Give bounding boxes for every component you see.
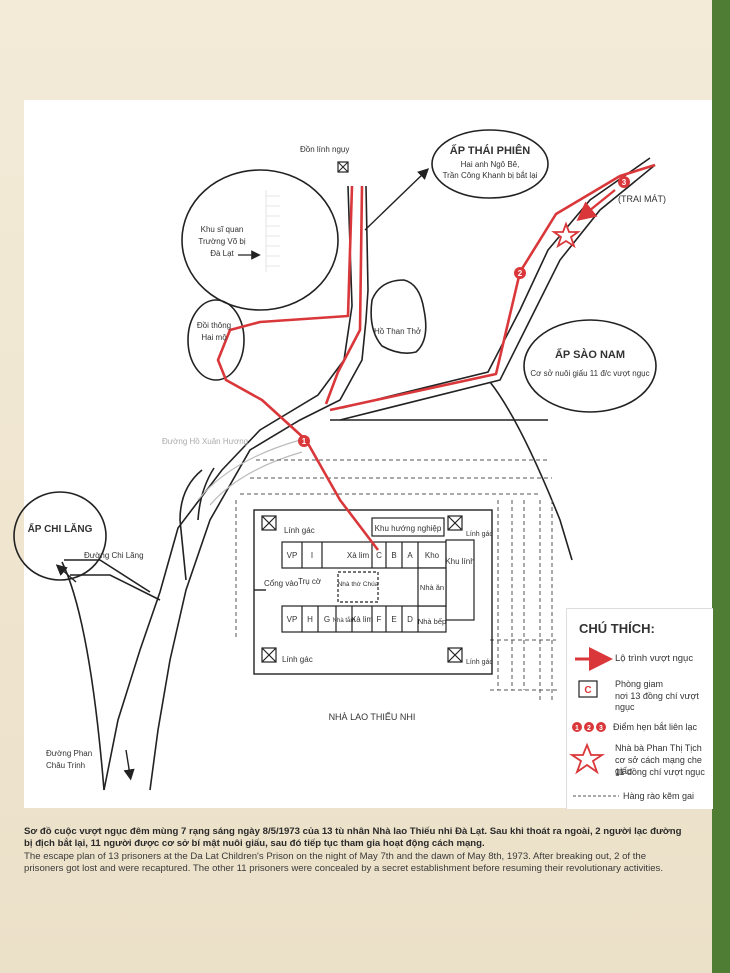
legend-star-label-3: 11 đồng chí vượt ngục — [615, 767, 705, 777]
cell-c-label: C — [376, 551, 382, 560]
legend-title: CHÚ THÍCH: — [579, 621, 655, 636]
label-ap-sao-nam: ẤP SÀO NAM — [555, 348, 625, 361]
label-linh-gac-sw: Lính gác — [282, 655, 313, 664]
legend-cell-icon — [578, 680, 598, 698]
route-arrow-icon — [576, 189, 616, 222]
label-nha-an: Nhà ăn — [420, 583, 444, 592]
label-doi-thong-2: Hai mộ — [201, 333, 227, 342]
label-don-linh-nguy: Đồn lính ngụy — [300, 145, 349, 154]
svg-text:2: 2 — [518, 269, 523, 278]
label-doi-thong-1: Đồi thông — [197, 321, 231, 330]
label-cong-vao: Cổng vào — [264, 579, 299, 588]
legend-point-1-num: 1 — [575, 725, 579, 732]
legend-wire-label: Hàng rào kẽm gai — [623, 791, 695, 801]
caption-english: The escape plan of 13 prisoners at the D… — [24, 850, 664, 875]
caption-vietnamese: Sơ đồ cuộc vượt ngục đêm mùng 7 rạng sán… — [24, 826, 682, 850]
doi-thong-circle — [187, 299, 245, 381]
label-khu-si-quan-2: Trường Võ bị — [198, 237, 245, 246]
cell-label: E — [391, 615, 396, 624]
escape-route — [216, 163, 656, 551]
cell-label: B — [391, 551, 396, 560]
cell-label: F — [377, 615, 382, 624]
label-nha-bep: Nhà bếp — [418, 617, 446, 626]
legend-point-1-icon — [572, 722, 582, 732]
label-trai-mat: (TRAI MÁT) — [618, 194, 666, 204]
svg-text:1: 1 — [302, 437, 307, 446]
cell-label: VP — [287, 551, 298, 560]
legend-star-icon — [569, 742, 605, 775]
prison-walls — [253, 509, 493, 675]
label-nha-tho-chua: Nhà thờ Chúa — [338, 581, 379, 588]
label-nha-lao-thieu-nhi: NHÀ LAO THIẾU NHI — [329, 712, 416, 722]
cell-label: Xà lim — [347, 551, 370, 560]
prison-bottom-row: VP H G Nhà tắm Xà lim F E D — [287, 615, 413, 624]
road-arrow-icon — [123, 749, 135, 781]
road-arrow-icon — [55, 564, 77, 583]
green-wall-edge — [712, 0, 730, 973]
label-phan-chu-trinh-1: Đường Phan — [46, 749, 92, 758]
prison-top-row: VP I Xà lim C B A Kho — [287, 551, 440, 560]
roads — [61, 157, 656, 791]
star-icon — [551, 221, 581, 249]
label-linh-gac-se: Lính gác — [466, 659, 493, 666]
label-duong-chi-lang: Đường Chi Lăng — [84, 551, 144, 560]
lake-outline — [370, 279, 427, 354]
marker-2: 2 — [514, 267, 526, 279]
label-ho-than-tho: Hồ Than Thở — [374, 327, 422, 336]
label-thai-phien-note-1: Hai anh Ngô Bê, — [461, 160, 520, 169]
prison-buildings — [281, 517, 475, 633]
label-phan-chu-trinh-2: Châu Trinh — [46, 761, 85, 770]
legend-point-3-num: 3 — [599, 725, 603, 732]
legend-point-3-icon — [596, 722, 606, 732]
cell-label: Xà lim — [351, 615, 374, 624]
label-duong-ho-xuan-huong: Đường Hồ Xuân Hương — [162, 437, 248, 446]
faint-buildings — [265, 190, 280, 272]
caption: Sơ đồ cuộc vượt ngục đêm mùng 7 rạng sán… — [24, 826, 684, 876]
cell-label: I — [311, 551, 313, 560]
marker-3: 3 — [618, 176, 630, 188]
cell-label: D — [407, 615, 413, 624]
guard-post-cross — [337, 161, 349, 173]
cell-label: VP — [287, 615, 298, 624]
cell-label: H — [307, 615, 313, 624]
legend-cell-label-2: nơi 13 đồng chí vượt ngục — [615, 691, 699, 712]
svg-text:3: 3 — [622, 178, 627, 187]
legend-star-label-1: Nhà bà Phan Thị Tịch — [615, 743, 702, 753]
legend-point-2-icon — [584, 722, 594, 732]
barbed-wire — [235, 459, 560, 700]
legend-point-2-num: 2 — [587, 725, 591, 732]
guard-towers — [261, 515, 463, 663]
legend-box: CHÚ THÍCH: C 1 2 3 Lộ trình vượt ngục Ph… — [566, 608, 713, 809]
label-ap-thai-phien: ẤP THÁI PHIÊN — [450, 144, 531, 157]
label-khu-huong-nghiep: Khu hướng nghiệp — [375, 524, 442, 533]
ap-thai-phien-circle — [431, 129, 549, 199]
marker-1: 1 — [298, 435, 310, 447]
cell-label: A — [407, 551, 413, 560]
cell-label: G — [324, 615, 330, 624]
ap-chi-lang-circle — [13, 491, 107, 581]
label-sao-nam-note: Cơ sở nuôi giấu 11 đ/c vượt ngục — [530, 369, 649, 378]
legend-star-label-2: cơ sở cách mạng che giấu — [615, 755, 702, 776]
label-ap-chi-lang: ẤP CHI LĂNG — [28, 522, 93, 535]
cell-label: Nhà tắm — [333, 617, 356, 624]
cell-label: Kho — [425, 551, 440, 560]
khu-si-quan-circle — [181, 169, 339, 311]
label-khu-linh: Khu lính — [445, 557, 474, 566]
legend-cell-label-1: Phòng giam — [615, 679, 664, 689]
label-linh-gac-ne: Lính gác — [466, 531, 493, 538]
road-arrow-icon — [364, 168, 430, 231]
label-tru-co: Trụ cờ — [298, 577, 322, 586]
ap-sao-nam-circle — [523, 319, 657, 413]
legend-points-label: Điểm hẹn bắt liên lạc — [613, 722, 698, 732]
label-khu-si-quan-1: Khu sĩ quan — [201, 225, 244, 234]
legend-symbols: C 1 2 3 — [569, 647, 619, 797]
gray-road — [197, 439, 303, 506]
legend-cell-letter: C — [584, 685, 591, 696]
label-khu-si-quan-3: Đà Lạt — [210, 249, 234, 258]
label-linh-gac-nw: Lính gác — [284, 526, 315, 535]
legend-route-label: Lộ trình vượt ngục — [615, 653, 694, 664]
escape-map: 1 2 3 Đồn lính ngụy ẤP THÁI PHIÊN Hai an… — [13, 129, 666, 791]
label-thai-phien-note-2: Trần Công Khanh bị bắt lại — [443, 171, 538, 180]
